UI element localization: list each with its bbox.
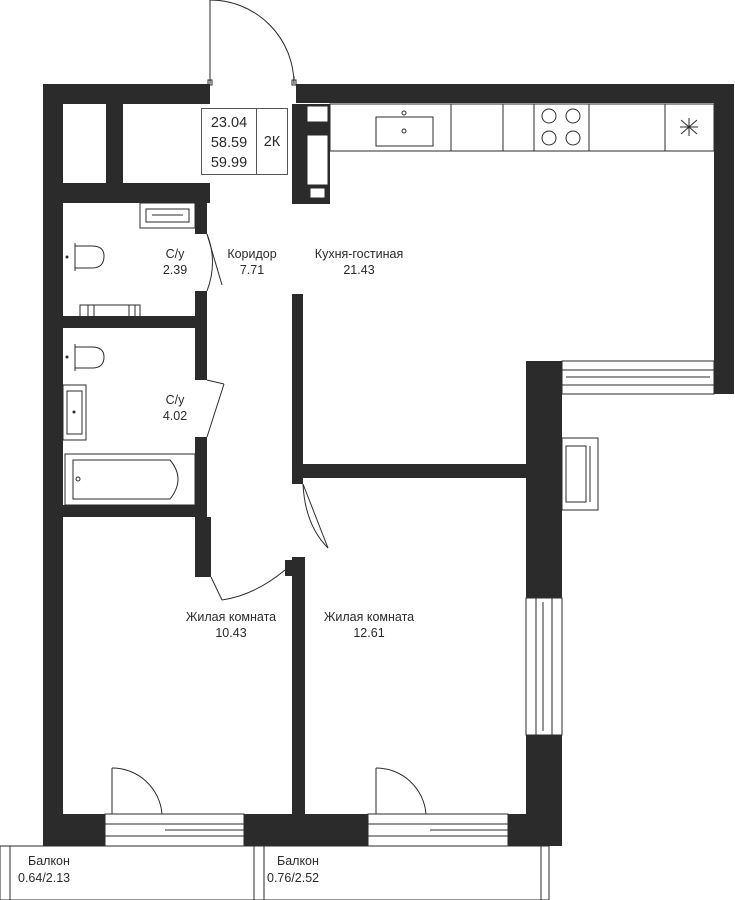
room-name: Жилая комната — [323, 610, 415, 624]
room-name: Кухня-гостиная — [314, 247, 404, 261]
area-values: 23.04 58.59 59.99 — [202, 109, 257, 174]
balcony-name: Балкон — [28, 854, 70, 868]
bedroom-right-window — [525, 597, 563, 736]
room-name: С/у — [165, 247, 185, 261]
total-area: 58.59 — [210, 135, 248, 151]
doors — [111, 0, 427, 815]
room-area: 10.43 — [215, 626, 247, 640]
living-area: 23.04 — [210, 115, 248, 131]
room-label-kitchen-living: Кухня-гостиная 21.43 — [300, 246, 418, 278]
balcony-label-left: Балкон 0.64/2.13 — [18, 853, 70, 887]
wc2-fixtures — [62, 344, 196, 506]
balcony-area: 0.76/2.52 — [267, 871, 320, 885]
room-name: Коридор — [227, 247, 277, 261]
room-area: 12.61 — [353, 626, 385, 640]
balconies — [0, 845, 550, 900]
ac-unit — [561, 437, 599, 511]
room-area: 7.71 — [239, 263, 265, 277]
interior-walls — [63, 104, 526, 814]
room-area: 21.43 — [343, 263, 375, 277]
apartment-summary: 23.04 58.59 59.99 2К — [201, 108, 288, 175]
room-area: 2.39 — [162, 263, 188, 277]
kitchen-furniture — [306, 103, 715, 199]
balcony-area: 0.64/2.13 — [18, 871, 71, 885]
room-label-wc-small: С/у 2.39 — [148, 246, 202, 278]
room-label-bedroom-right: Жилая комната 12.61 — [308, 609, 430, 641]
balcony-name: Балкон — [277, 854, 319, 868]
total-area-with-balcony: 59.99 — [210, 155, 248, 171]
wc1-fixtures — [65, 202, 196, 323]
room-label-wc-large: С/у 4.02 — [148, 392, 202, 424]
windows — [104, 360, 715, 847]
room-name: Жилая комната — [185, 610, 277, 624]
room-type: 2К — [263, 133, 281, 150]
room-name: С/у — [165, 393, 185, 407]
balcony-label-right: Балкон 0.76/2.52 — [267, 853, 319, 887]
exterior-walls — [43, 84, 734, 846]
room-area: 4.02 — [162, 409, 188, 423]
room-label-corridor: Коридор 7.71 — [216, 246, 288, 278]
room-label-bedroom-left: Жилая комната 10.43 — [170, 609, 292, 641]
